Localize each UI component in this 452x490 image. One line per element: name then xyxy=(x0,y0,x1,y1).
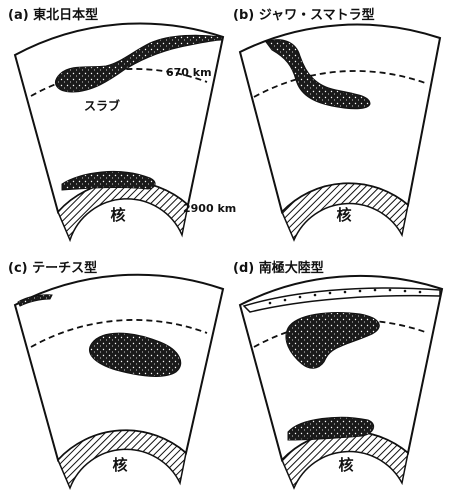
label-670: 670 km xyxy=(166,66,212,79)
panel-c-core-label: 核 xyxy=(112,456,127,474)
panel-a-core-label: 核 xyxy=(110,206,125,224)
label-2900: 2900 km xyxy=(183,202,236,215)
panel-a-title: (a) 東北日本型 xyxy=(8,7,98,23)
panel-d-title: (d) 南極大陸型 xyxy=(233,260,324,276)
panel-b: (b) ジャワ・スマトラ型 核 xyxy=(233,7,440,240)
panel-c-title: (c) テーチス型 xyxy=(8,260,97,276)
panel-b-title: (b) ジャワ・スマトラ型 xyxy=(233,7,375,23)
panel-d: (d) 南極大陸型 核 xyxy=(233,260,442,488)
panel-a: (a) 東北日本型 670 km スラブ 2900 km 核 xyxy=(8,7,236,240)
panel-c: (c) テーチス型 核 xyxy=(8,260,223,488)
panel-d-core-label: 核 xyxy=(338,456,353,474)
panel-b-core-label: 核 xyxy=(336,206,351,224)
label-slab: スラブ xyxy=(84,98,120,113)
